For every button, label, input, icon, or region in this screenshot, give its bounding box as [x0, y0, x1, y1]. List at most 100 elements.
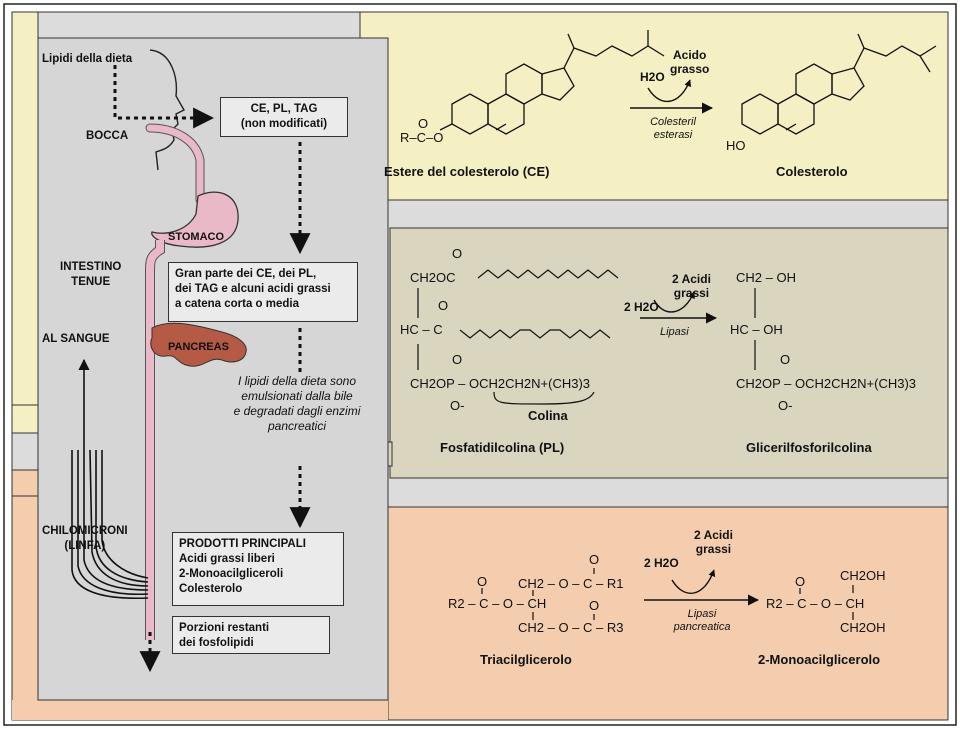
pl-row-3: CH2OP – OCH2CH2N+(CH3)3	[410, 376, 591, 391]
peach-left-strip	[11, 469, 39, 721]
tag-o-3: O	[589, 598, 600, 613]
mag-left: R2 – C – O – CH	[766, 596, 865, 611]
box-remaining-line-1: Porzioni restanti	[179, 622, 270, 634]
ce-carbonyl-o: O	[418, 116, 429, 131]
colina-brace	[493, 391, 595, 405]
glp-o-p: O	[780, 352, 791, 367]
box-unmodified-line-2: (non modificati)	[240, 118, 328, 130]
khaki-panel	[389, 227, 949, 479]
tag-substrate-name: Triacilglicerolo	[480, 652, 572, 667]
box-products-line-4: Colesterolo	[179, 583, 243, 595]
ce-fatty-acid-1: Acido	[673, 48, 707, 62]
ce-water: H2O	[640, 70, 665, 84]
pl-enzyme: Lipasi	[660, 326, 689, 338]
glp-row-2: HC – OH	[730, 322, 783, 337]
mag-bottom: CH2OH	[840, 620, 886, 635]
label-intestino-1: INTESTINO	[60, 261, 122, 273]
pl-o-p: O	[452, 352, 463, 367]
yellow-panel	[12, 11, 949, 201]
label-intestino: INTESTINO TENUE	[60, 260, 121, 290]
tag-fatty-acids: 2 Acidi grassi	[694, 528, 733, 556]
tag-o-2: O	[589, 552, 600, 567]
ce-fatty-acid-2: grasso	[670, 62, 710, 76]
glp-row-1: CH2 – OH	[736, 270, 796, 285]
box-unmodified: CE, PL, TAG (non modificati)	[220, 97, 348, 137]
tag-fatty-acids-2: grassi	[695, 542, 732, 556]
note-line-3: e degradati dagli enzimi	[233, 404, 361, 418]
label-pancreas: PANCREAS	[168, 341, 229, 353]
box-most-lipids: Gran parte dei CE, dei PL, dei TAG e alc…	[168, 262, 358, 322]
box-most-line-1: Gran parte dei CE, dei PL,	[175, 268, 317, 280]
box-unmodified-line-1: CE, PL, TAG	[250, 103, 318, 115]
note-line-1: I lipidi della dieta sono	[237, 374, 357, 388]
label-chilomicroni-1: CHILOMICRONI	[42, 525, 128, 537]
label-chilomicroni: CHILOMICRONI (LINFA)	[42, 524, 128, 554]
pl-fatty-acids: 2 Acidi grassi	[672, 272, 711, 300]
lymph-lines	[71, 358, 149, 600]
glp-o-minus: O-	[778, 398, 793, 413]
mag-top: CH2OH	[840, 568, 886, 583]
tag-left-group: R2 – C – O – CH	[448, 596, 547, 611]
box-remaining-phospholipids: Porzioni restanti dei fosfolipidi	[172, 616, 330, 654]
box-products-line-1: PRODOTTI PRINCIPALI	[179, 538, 306, 550]
intestine	[146, 240, 164, 640]
pl-water-curve	[653, 291, 695, 313]
pancreas-shape	[150, 322, 247, 367]
pl-colina: Colina	[528, 408, 568, 423]
pl-o-minus: O-	[450, 398, 465, 413]
ce-sterol-rings	[439, 30, 665, 135]
flow-arrow-mouth	[113, 65, 215, 129]
tag-water-curve	[671, 569, 716, 594]
label-bocca: BOCCA	[86, 130, 129, 142]
ce-enzyme-1: Colesteril	[650, 116, 696, 128]
box-most-line-2: dei TAG e alcuni acidi grassi	[175, 283, 331, 295]
pl-water: 2 H2O	[624, 300, 659, 314]
cholesterol-ho: HO	[726, 138, 746, 153]
ce-water-curve	[647, 79, 692, 103]
tag-enzyme: Lipasi pancreatica	[662, 608, 742, 634]
note-line-4: pancreatici	[267, 419, 327, 433]
tag-bonds	[481, 568, 854, 620]
ce-fatty-acid: Acido grasso	[670, 48, 709, 76]
ce-substrate-group: R–C–O	[400, 130, 444, 145]
peach-panel	[387, 506, 949, 721]
pl-chain-1	[477, 269, 619, 279]
label-intestino-2: TENUE	[71, 276, 111, 288]
tag-product-name: 2-Monoacilglicerolo	[758, 652, 881, 667]
ce-enzyme: Colesteril esterasi	[638, 116, 708, 142]
tag-o-1: O	[477, 574, 488, 589]
cholesterol-rings	[741, 33, 937, 135]
box-products-line-2: Acidi grassi liberi	[179, 553, 275, 565]
note-emulsion: I lipidi della dieta sono emulsionati da…	[214, 374, 380, 434]
box-remaining-line-2: dei fosfolipidi	[179, 637, 254, 649]
esophagus	[146, 124, 204, 204]
label-lipidi-dieta: Lipidi della dieta	[42, 53, 133, 65]
box-main-products: PRODOTTI PRINCIPALI Acidi grassi liberi …	[172, 532, 344, 606]
pl-substrate-name: Fosfatidilcolina (PL)	[440, 440, 565, 455]
pl-row-2: HC – C	[400, 322, 443, 337]
tag-fatty-acids-1: 2 Acidi	[694, 528, 733, 542]
stomach	[151, 191, 239, 248]
pl-fatty-acids-1: 2 Acidi	[672, 272, 711, 286]
peach-bottom-strip	[12, 700, 388, 720]
ce-enzyme-2: esterasi	[653, 129, 693, 141]
tag-enzyme-1: Lipasi	[687, 608, 717, 620]
tag-bottom-chain: CH2 – O – C – R3	[518, 620, 624, 635]
pl-chain-2	[459, 329, 611, 339]
box-products-line-3: 2-Monoacilgliceroli	[179, 568, 284, 580]
yellow-left-strip	[11, 11, 39, 433]
label-chilomicroni-2: (LINFA)	[64, 540, 106, 552]
pl-fatty-acids-2: grassi	[673, 286, 710, 300]
ce-substrate-name: Estere del colesterolo (CE)	[384, 164, 550, 179]
tag-enzyme-2: pancreatica	[673, 621, 731, 633]
label-stomaco: STOMACO	[168, 231, 225, 243]
pl-product-name: Glicerilfosforilcolina	[746, 440, 872, 455]
tag-water: 2 H2O	[644, 556, 679, 570]
mag-o: O	[795, 574, 806, 589]
note-line-2: emulsionati dalla bile	[241, 389, 353, 403]
pl-row-1: CH2OC	[410, 270, 456, 285]
tag-top-chain: CH2 – O – C – R1	[518, 576, 624, 591]
ce-product-name: Colesterolo	[776, 164, 848, 179]
pl-o-top-2: O	[438, 298, 449, 313]
